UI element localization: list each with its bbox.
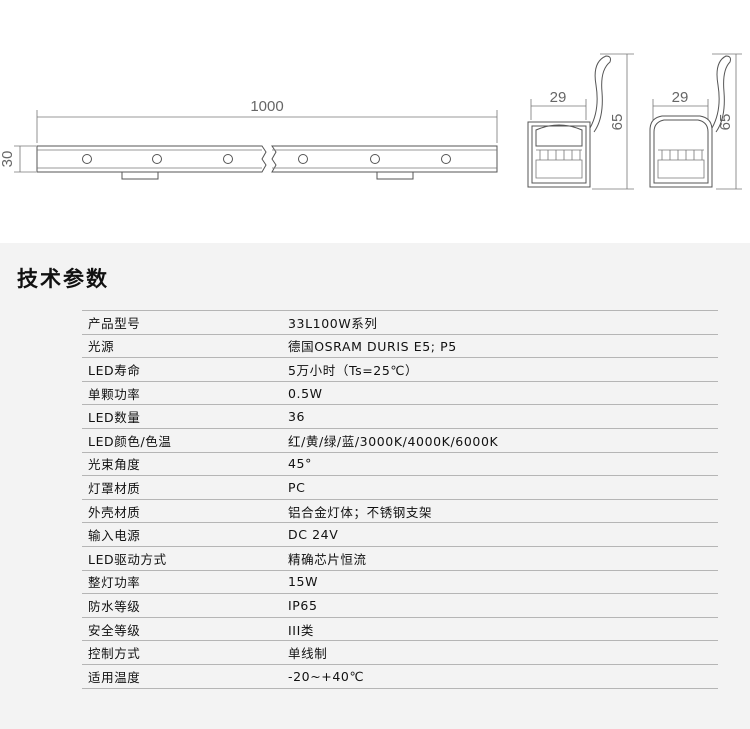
spec-row: 适用温度-20~+40℃ [82,664,718,689]
spec-value: 36 [282,404,718,429]
spec-value: 单线制 [282,640,718,665]
profile-1-height-label: 65 [609,114,626,131]
spec-key: 输入电源 [82,522,282,547]
length-dimension: 1000 [36,98,498,143]
profile-view-1: 29 65 [527,53,634,190]
spec-value: -20~+40℃ [282,664,718,689]
spec-key: 产品型号 [82,310,282,335]
spec-value: IP65 [282,593,718,618]
spec-key: 灯罩材质 [82,475,282,500]
technical-drawing: 1000 30 [0,0,750,243]
spec-key: 防水等级 [82,593,282,618]
height-label: 30 [0,151,16,168]
spec-key: 安全等级 [82,617,282,642]
spec-key: LED驱动方式 [82,546,282,571]
spec-value: 15W [282,570,718,595]
spec-key: 光束角度 [82,452,282,477]
spec-row: LED颜色/色温红/黄/绿/蓝/3000K/4000K/6000K [82,428,718,453]
spec-value: 德国OSRAM DURIS E5; P5 [282,334,718,359]
spec-value: 5万小时（Ts=25℃） [282,357,718,382]
spec-key: 控制方式 [82,640,282,665]
spec-key: LED数量 [82,404,282,429]
spec-key: LED颜色/色温 [82,428,282,453]
profile-1-width-label: 29 [550,89,567,106]
spec-key: 光源 [82,334,282,359]
spec-value: 铝合金灯体；不锈钢支架 [282,499,718,524]
spec-value: 精确芯片恒流 [282,546,718,571]
profile-2-width-label: 29 [672,89,689,106]
spec-value: DC 24V [282,522,718,547]
spec-row: 光源德国OSRAM DURIS E5; P5 [82,334,718,359]
spec-key: 适用温度 [82,664,282,689]
spec-key: 整灯功率 [82,570,282,595]
spec-title: 技术参数 [17,266,109,291]
spec-value: 红/黄/绿/蓝/3000K/4000K/6000K [282,428,718,453]
profile-view-2: 29 65 [649,53,742,190]
spec-row: 外壳材质铝合金灯体；不锈钢支架 [82,499,718,524]
side-view-bar [36,145,498,180]
spec-key: LED寿命 [82,357,282,382]
spec-row: LED驱动方式精确芯片恒流 [82,546,718,571]
spec-value: 33L100W系列 [282,310,718,335]
profile-2-height-label: 65 [717,114,734,131]
height-dimension: 30 [0,145,36,173]
length-label: 1000 [250,98,283,115]
spec-row: 控制方式单线制 [82,640,718,665]
spec-value: III类 [282,617,718,642]
spec-value: PC [282,475,718,500]
spec-value: 0.5W [282,381,718,406]
spec-key: 外壳材质 [82,499,282,524]
spec-value: 45° [282,452,718,477]
spec-key: 单颗功率 [82,381,282,406]
